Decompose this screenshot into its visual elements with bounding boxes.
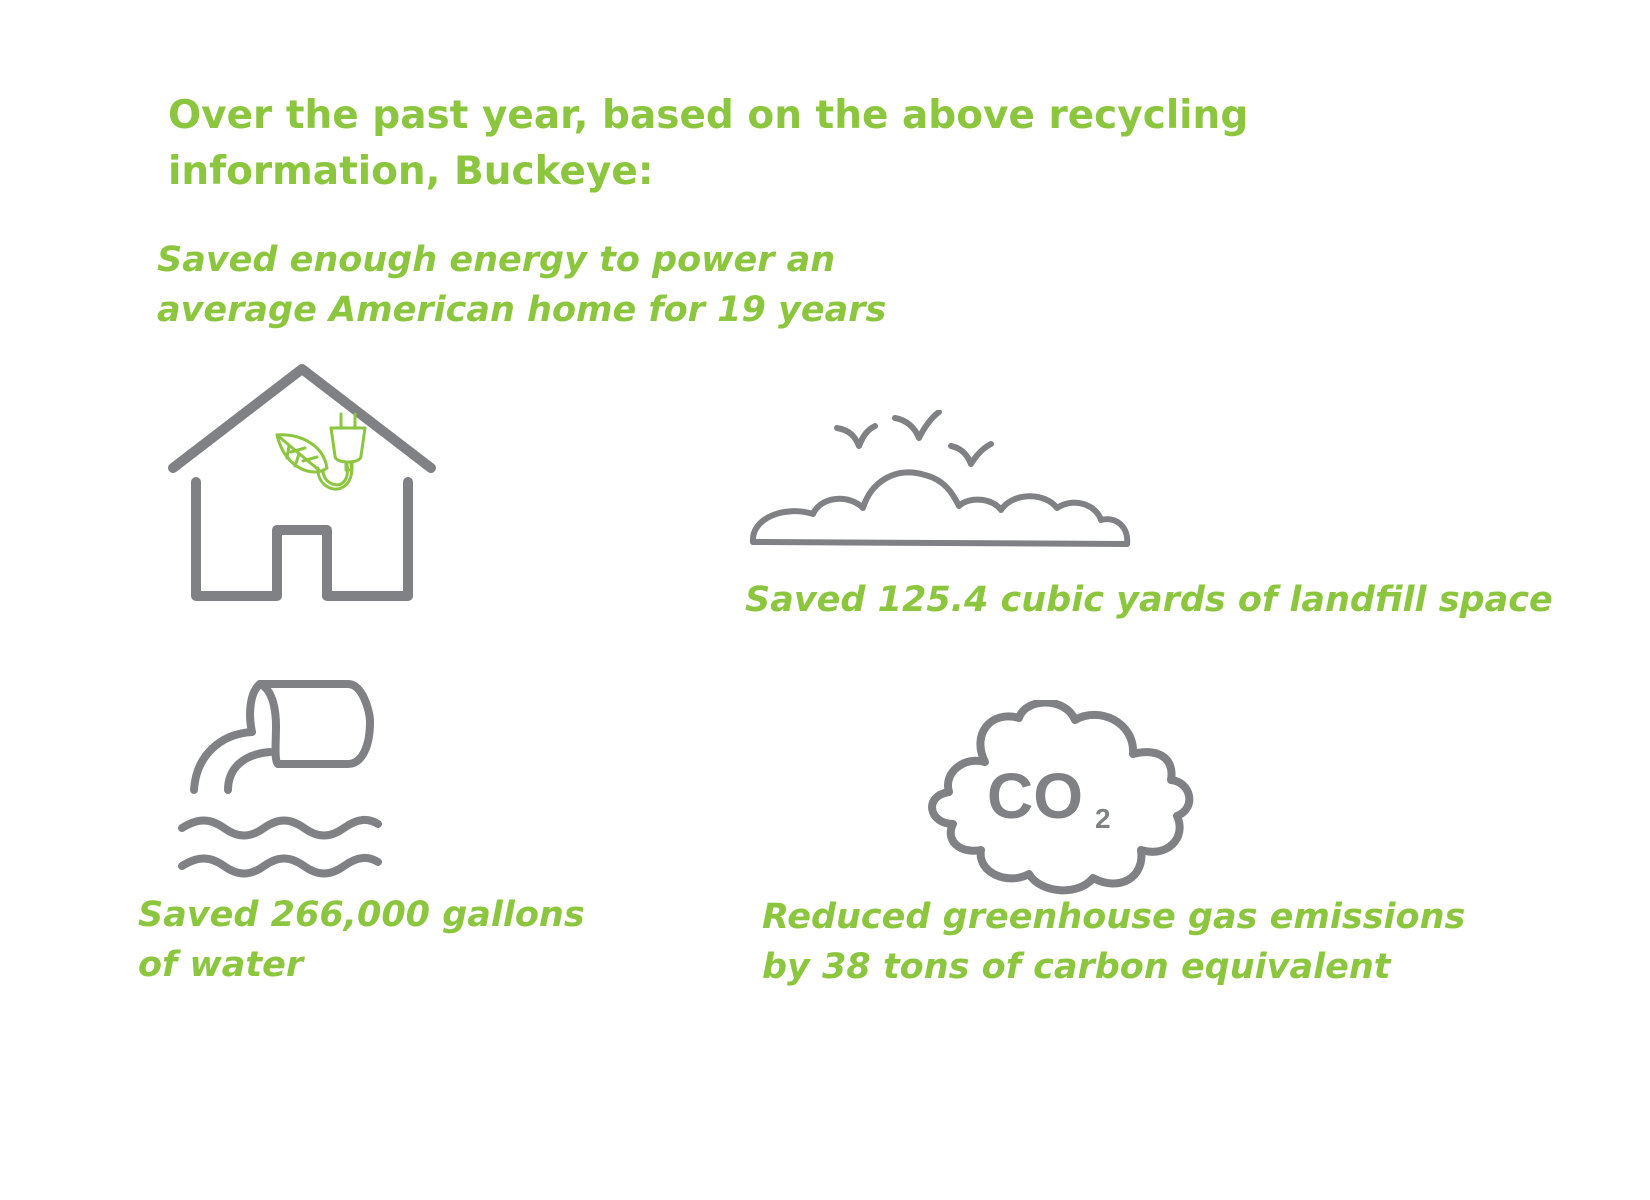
co2-text: CO xyxy=(987,760,1083,832)
co2-label: CO 2 xyxy=(987,760,1111,834)
landfill-stat-line-1: Saved 125.4 cubic yards of landfill spac… xyxy=(745,580,1553,620)
emissions-stat-line-2: by 38 tons of carbon equivalent xyxy=(762,947,1391,987)
page-heading: Over the past year, based on the above r… xyxy=(168,88,1328,200)
water-stat-line-1: Saved 266,000 gallons xyxy=(138,895,585,935)
emissions-stat: Reduced greenhouse gas emissions by 38 t… xyxy=(762,892,1465,992)
house-energy-icon xyxy=(165,360,445,610)
heading-line-2: information, Buckeye: xyxy=(168,149,654,194)
landfill-stat: Saved 125.4 cubic yards of landfill spac… xyxy=(745,575,1553,625)
water-pipe-icon xyxy=(170,670,400,890)
water-stat: Saved 266,000 gallons of water xyxy=(138,890,585,990)
landfill-icon xyxy=(745,410,1165,560)
water-stat-line-2: of water xyxy=(138,945,304,985)
energy-stat: Saved enough energy to power an average … xyxy=(157,235,886,335)
emissions-stat-line-1: Reduced greenhouse gas emissions xyxy=(762,897,1466,937)
co2-subscript: 2 xyxy=(1095,803,1111,834)
energy-stat-line-1: Saved enough energy to power an xyxy=(157,240,836,280)
energy-stat-line-2: average American home for 19 years xyxy=(157,290,887,330)
co2-cloud-icon: CO 2 xyxy=(915,700,1205,900)
heading-line-1: Over the past year, based on the above r… xyxy=(168,93,1249,138)
